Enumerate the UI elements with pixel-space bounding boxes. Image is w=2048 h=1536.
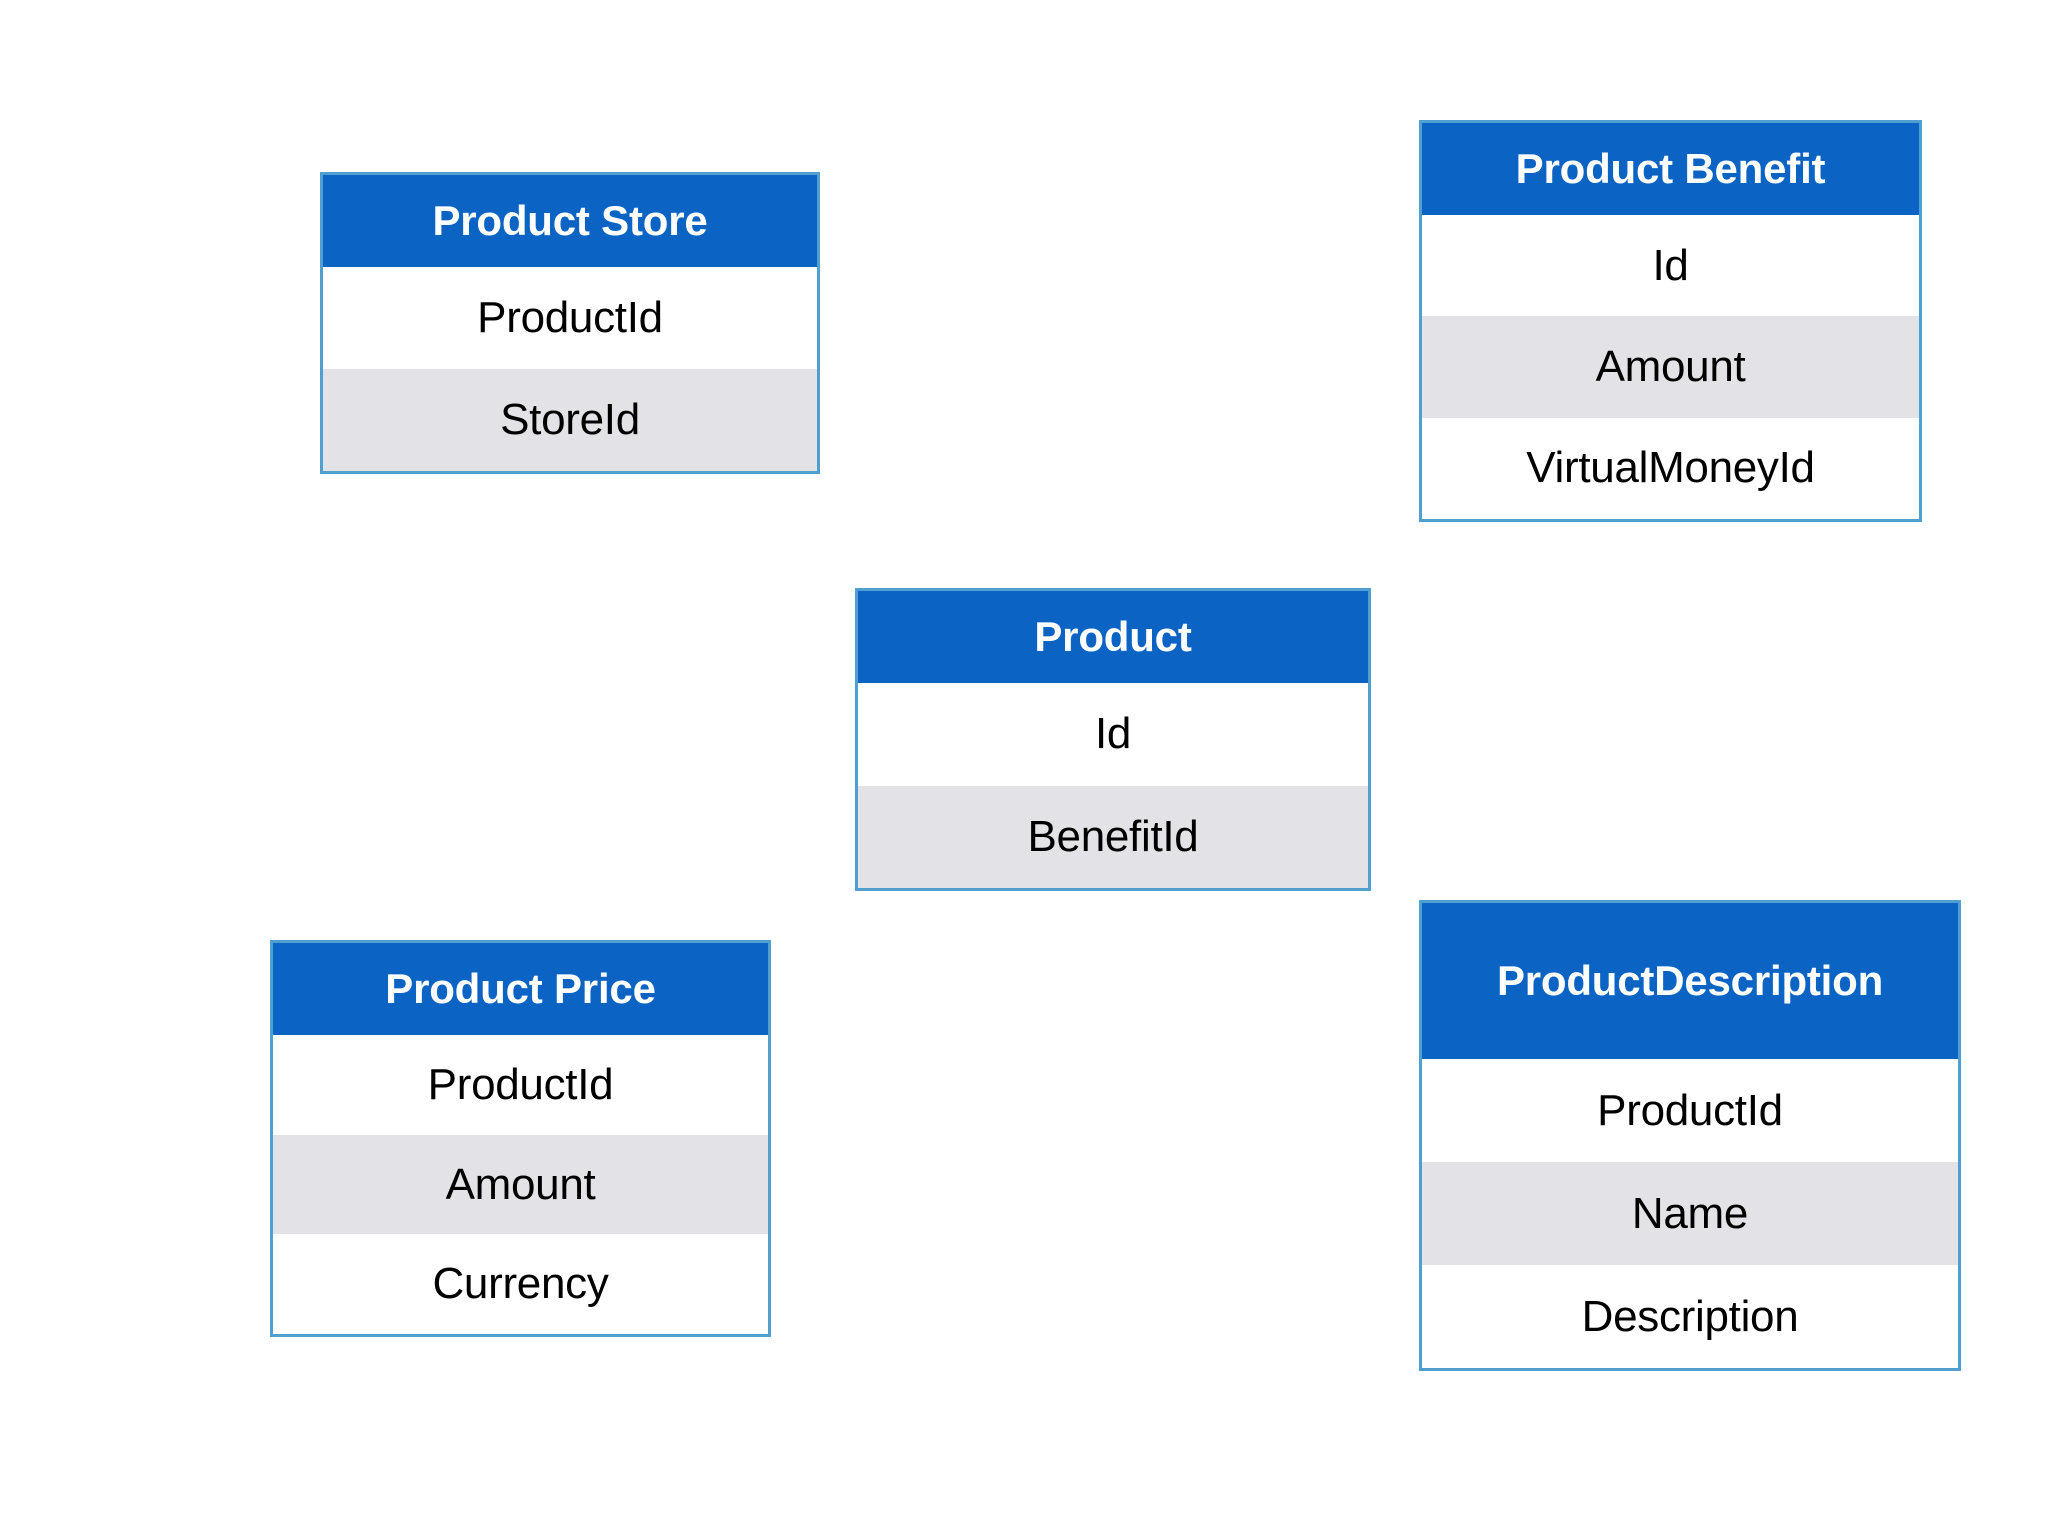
entity-field-product-price-productid: ProductId: [273, 1035, 768, 1135]
entity-table-product[interactable]: Product Id BenefitId: [855, 588, 1371, 891]
entity-title-product-benefit: Product Benefit: [1422, 123, 1919, 215]
entity-title-line-1: Product: [1496, 956, 1655, 1004]
entity-field-product-benefit-amount: Amount: [1422, 316, 1919, 418]
entity-field-product-description-description: Description: [1422, 1265, 1958, 1368]
entity-title-product-description: Product Description: [1422, 903, 1958, 1059]
entity-field-product-price-amount: Amount: [273, 1134, 768, 1235]
entity-field-product-description-name: Name: [1422, 1162, 1958, 1265]
entity-title-line-2: Description: [1654, 956, 1884, 1004]
entity-table-product-description[interactable]: Product Description ProductId Name Descr…: [1419, 900, 1961, 1371]
entity-field-product-id: Id: [858, 683, 1368, 786]
entity-field-product-benefit-virtualmoneyid: VirtualMoneyId: [1422, 417, 1919, 519]
entity-title-product-price: Product Price: [273, 943, 768, 1035]
entity-field-product-benefitid: BenefitId: [858, 785, 1368, 888]
entity-table-product-store[interactable]: Product Store ProductId StoreId: [320, 172, 820, 474]
entity-title-product: Product: [858, 591, 1368, 683]
entity-field-product-store-storeid: StoreId: [323, 369, 817, 471]
entity-field-product-price-currency: Currency: [273, 1234, 768, 1335]
entity-table-product-price[interactable]: Product Price ProductId Amount Currency: [270, 940, 771, 1337]
entity-title-product-store: Product Store: [323, 175, 817, 267]
entity-field-product-description-productid: ProductId: [1422, 1059, 1958, 1162]
entity-table-product-benefit[interactable]: Product Benefit Id Amount VirtualMoneyId: [1419, 120, 1922, 522]
entity-field-product-store-productid: ProductId: [323, 267, 817, 369]
entity-field-product-benefit-id: Id: [1422, 215, 1919, 317]
